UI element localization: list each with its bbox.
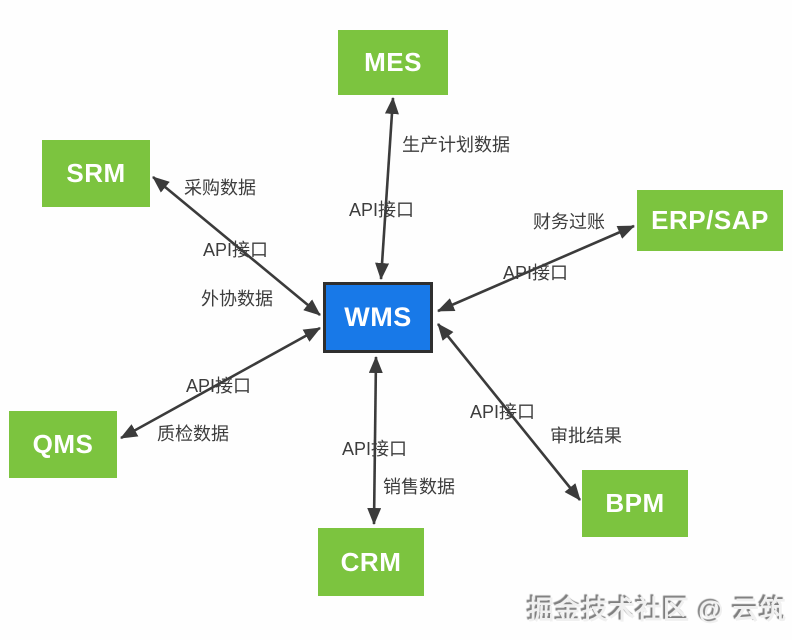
connector-wms-mes bbox=[375, 97, 399, 280]
node-srm: SRM bbox=[42, 140, 150, 207]
node-mes: MES bbox=[338, 30, 448, 95]
edge-label-approval-result: 审批结果 bbox=[550, 426, 622, 446]
edge-label-procurement-data: 采购数据 bbox=[184, 178, 256, 198]
edge-label-api-erp: API接口 bbox=[503, 263, 569, 283]
edge-label-api-bpm: API接口 bbox=[470, 402, 536, 422]
node-erp-sap: ERP/SAP bbox=[637, 190, 783, 251]
connector-wms-qms bbox=[120, 326, 321, 440]
connector-wms-bpm bbox=[436, 323, 582, 501]
node-bpm: BPM bbox=[582, 470, 688, 537]
edge-label-api-crm: API接口 bbox=[342, 439, 408, 459]
edge-label-api-srm: API接口 bbox=[203, 240, 269, 260]
watermark-text: 掘金技术社区 @ 云筑 bbox=[528, 595, 787, 625]
connector-wms-erp bbox=[437, 224, 635, 313]
node-crm: CRM bbox=[318, 528, 424, 596]
edge-label-sales-data: 销售数据 bbox=[383, 477, 455, 497]
edge-label-outsourcing-data: 外协数据 bbox=[201, 289, 273, 309]
node-qms: QMS bbox=[9, 411, 117, 478]
edge-label-api-qms: API接口 bbox=[186, 376, 252, 396]
edge-label-quality-inspection-data: 质检数据 bbox=[157, 424, 229, 444]
edge-label-financial-posting: 财务过账 bbox=[533, 212, 605, 232]
connector-wms-srm bbox=[152, 175, 321, 317]
node-wms-center: WMS bbox=[323, 282, 433, 353]
connector-wms-crm bbox=[367, 356, 383, 525]
edge-label-production-plan-data: 生产计划数据 bbox=[402, 135, 510, 155]
edge-label-api-mes: API接口 bbox=[349, 200, 415, 220]
